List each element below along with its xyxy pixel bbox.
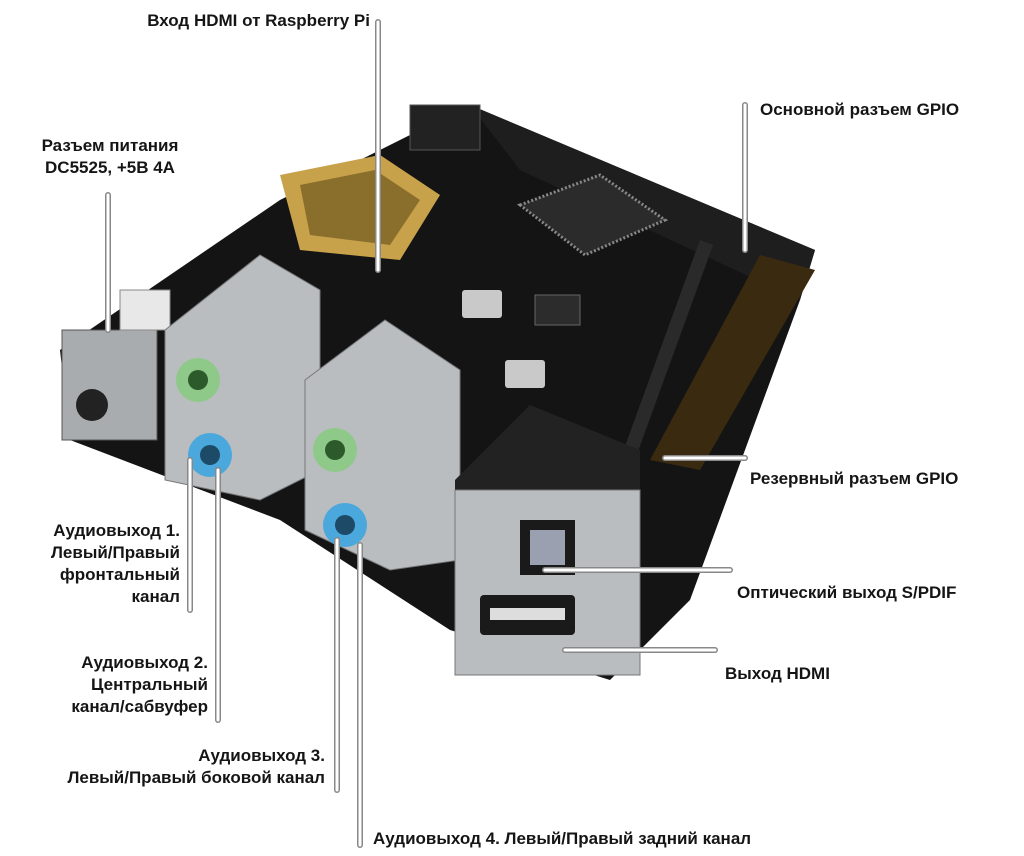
label-audio3-line2: Левый/Правый боковой канал <box>67 768 325 787</box>
label-spdif: Оптический выход S/PDIF <box>737 583 957 602</box>
label-audio2-line1: Аудиовыход 2. <box>81 653 208 672</box>
label-hdmi-out: Выход HDMI <box>725 664 830 683</box>
label-power: Разъем питания DC5525, +5В 4А <box>30 135 190 179</box>
label-audio2-line3: канал/сабвуфер <box>71 697 208 716</box>
label-audio1-line1: Аудиовыход 1. <box>53 521 180 540</box>
gpio-main-header <box>621 239 714 461</box>
main-chip <box>516 173 669 257</box>
leader-lines <box>106 20 747 847</box>
label-audio1: Аудиовыход 1. Левый/Правый фронтальный к… <box>51 520 180 608</box>
label-power-line1: Разъем питания <box>41 136 179 155</box>
label-audio1-line4: канал <box>131 587 181 606</box>
label-audio1-line3: фронтальный <box>59 565 180 584</box>
label-gpio-reserve: Резервный разъем GPIO <box>750 469 959 488</box>
label-audio3: Аудиовыход 3. Левый/Правый боковой канал <box>67 745 325 789</box>
label-audio3-line1: Аудиовыход 3. <box>198 746 325 765</box>
label-audio2-line2: Центральный <box>91 675 208 694</box>
label-hdmi-in: Вход HDMI от Raspberry Pi <box>147 11 370 30</box>
label-audio1-line2: Левый/Правый <box>50 543 180 562</box>
label-power-line2: DC5525, +5В 4А <box>45 158 175 177</box>
power-jack <box>61 329 158 441</box>
gpio-reserve-header <box>650 255 815 470</box>
label-audio4: Аудиовыход 4. Левый/Правый задний канал <box>373 829 752 848</box>
label-gpio-main: Основной разъем GPIO <box>760 100 960 119</box>
label-audio2: Аудиовыход 2. Центральный канал/сабвуфер <box>71 652 208 718</box>
